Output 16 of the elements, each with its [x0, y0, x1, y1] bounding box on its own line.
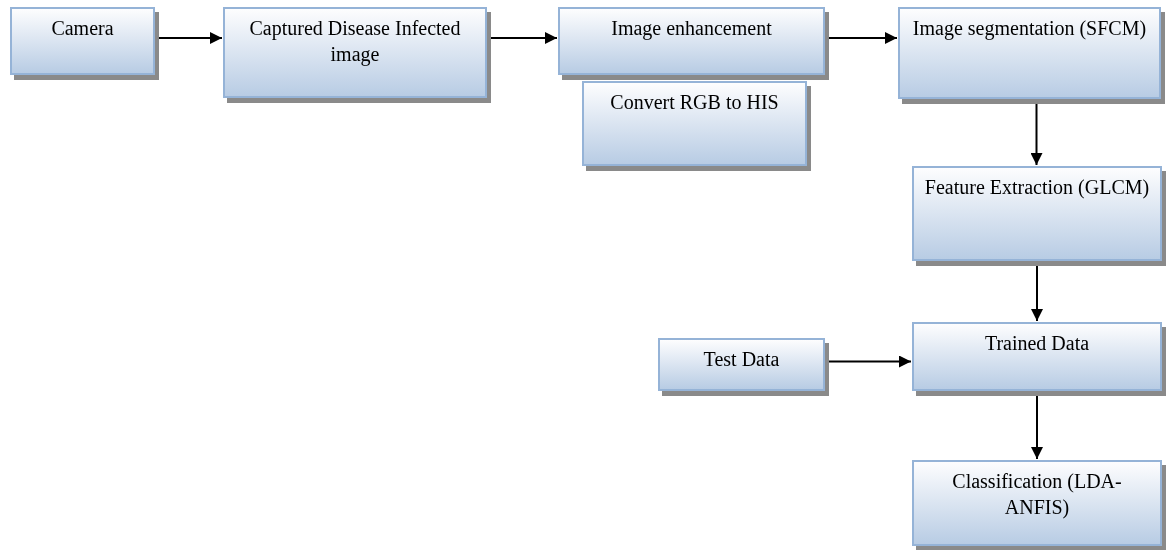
box-label: Image enhancement	[611, 16, 772, 41]
arrow	[1031, 265, 1043, 322]
box-label: Image segmentation (SFCM)	[912, 16, 1147, 41]
box-label: Classification (LDA-ANFIS)	[951, 469, 1123, 520]
arrow	[158, 32, 223, 44]
box-label: Test Data	[703, 347, 780, 372]
arrow	[490, 32, 558, 44]
arrow	[1031, 395, 1043, 460]
arrow	[828, 32, 898, 44]
box-label: Captured Disease Infected image	[248, 16, 462, 67]
box-label: Trained Data	[984, 331, 1090, 356]
arrow	[828, 355, 912, 368]
arrow	[1030, 103, 1043, 166]
box-label: Camera	[51, 16, 114, 41]
box-label: Feature Extraction (GLCM)	[924, 175, 1150, 200]
box-label: Convert RGB to HIS	[610, 90, 779, 115]
